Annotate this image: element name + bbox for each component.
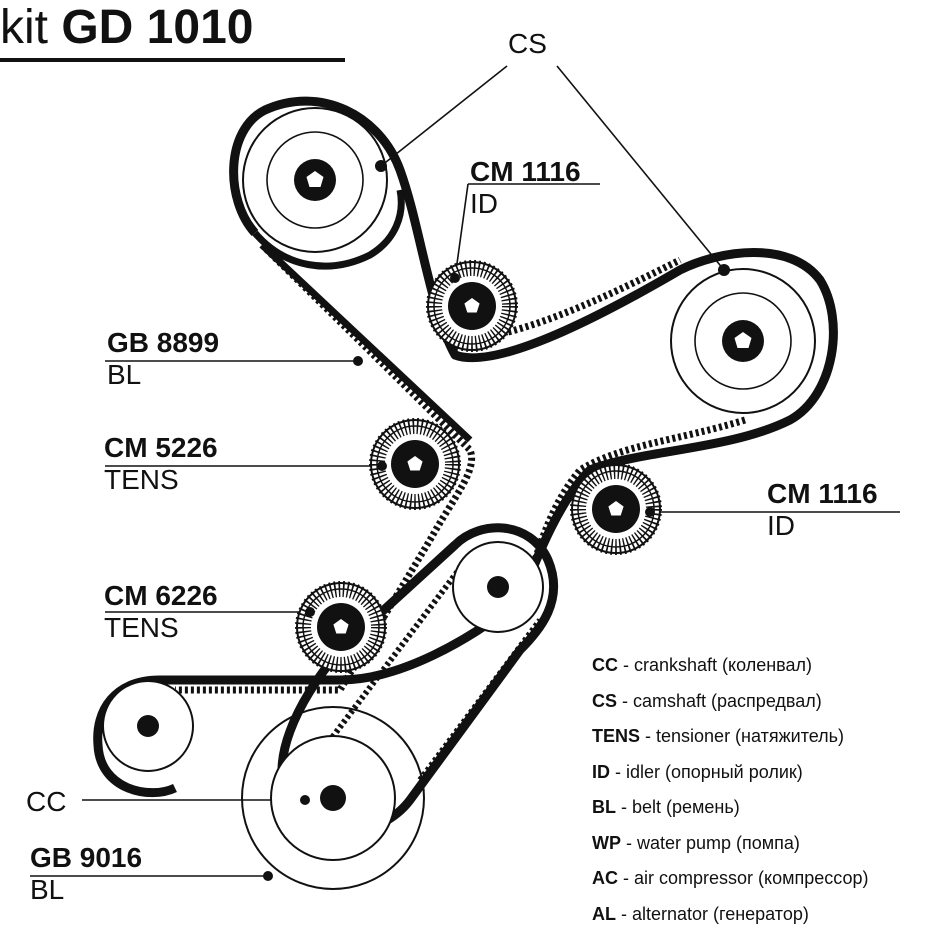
camshaft-label: CS [508, 28, 547, 60]
belt-aux-label: GB 9016 BL [30, 842, 142, 906]
legend: CC - crankshaft (коленвал) CS - camshaft… [592, 648, 868, 932]
legend-text: - belt (ремень) [616, 797, 740, 817]
legend-abbr: TENS [592, 726, 640, 746]
tensioner-2-label: CM 6226 TENS [104, 580, 218, 644]
legend-text: - camshaft (распредвал) [617, 691, 822, 711]
idler-right-pulley [572, 465, 660, 553]
tensioner-1-pulley [371, 420, 459, 508]
legend-item: ID - idler (опорный ролик) [592, 755, 868, 791]
belt-timing-label: GB 8899 BL [107, 327, 219, 391]
camshaft-right-pulley [671, 264, 815, 413]
tensioner-1-code: CM 5226 [104, 432, 218, 464]
idler-right-role: ID [767, 510, 878, 542]
legend-text: - idler (опорный ролик) [610, 762, 803, 782]
left-auxiliary-pulley [103, 681, 193, 771]
legend-abbr: CC [592, 655, 618, 675]
idler-top-label: CM 1116 ID [470, 156, 581, 220]
legend-abbr: AL [592, 904, 616, 924]
legend-text: - crankshaft (коленвал) [618, 655, 812, 675]
idler-right-code: CM 1116 [767, 478, 878, 510]
legend-text: - tensioner (натяжитель) [640, 726, 844, 746]
legend-text: - air compressor (компрессор) [618, 868, 868, 888]
legend-item: BL - belt (ремень) [592, 790, 868, 826]
tensioner-2-code: CM 6226 [104, 580, 218, 612]
idler-top-pulley [428, 262, 516, 350]
water-pump-pulley [453, 542, 543, 632]
legend-item: TENS - tensioner (натяжитель) [592, 719, 868, 755]
legend-abbr: AC [592, 868, 618, 888]
tensioner-1-role: TENS [104, 464, 218, 496]
legend-abbr: ID [592, 762, 610, 782]
belt-timing-code: GB 8899 [107, 327, 219, 359]
legend-item: WP - water pump (помпа) [592, 826, 868, 862]
idler-top-role: ID [470, 188, 581, 220]
legend-item: AL - alternator (генератор) [592, 897, 868, 932]
legend-text: - alternator (генератор) [616, 904, 809, 924]
tensioner-2-pulley [297, 583, 385, 671]
legend-item: CS - camshaft (распредвал) [592, 684, 868, 720]
belt-timing-marker [353, 356, 363, 366]
legend-item: CC - crankshaft (коленвал) [592, 648, 868, 684]
belt-timing-role: BL [107, 359, 219, 391]
legend-abbr: CS [592, 691, 617, 711]
belt-aux-code: GB 9016 [30, 842, 142, 874]
legend-item: AC - air compressor (компрессор) [592, 861, 868, 897]
legend-abbr: WP [592, 833, 621, 853]
idler-right-label: CM 1116 ID [767, 478, 878, 542]
belt-aux-role: BL [30, 874, 142, 906]
crankshaft-label: CC [26, 786, 66, 818]
camshaft-left-pulley [243, 108, 387, 252]
tensioner-2-role: TENS [104, 612, 218, 644]
legend-text: - water pump (помпа) [621, 833, 800, 853]
tensioner-1-label: CM 5226 TENS [104, 432, 218, 496]
legend-abbr: BL [592, 797, 616, 817]
idler-top-code: CM 1116 [470, 156, 581, 188]
